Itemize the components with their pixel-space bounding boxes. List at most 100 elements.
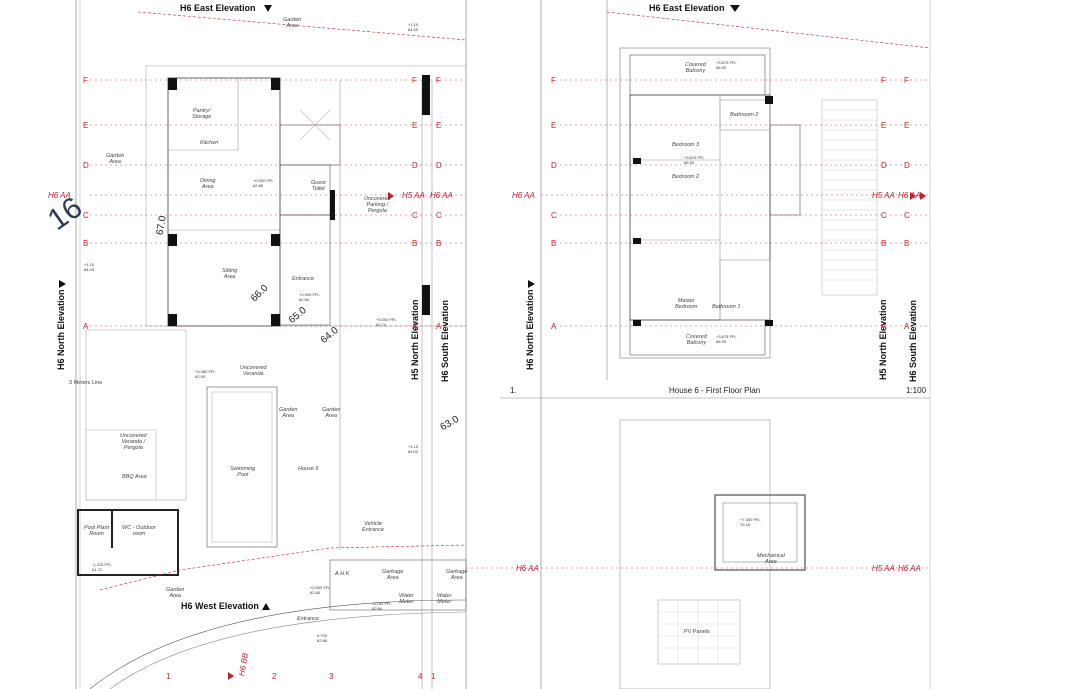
grid-row-label: A	[904, 322, 910, 331]
section-mark: H6 AA	[516, 564, 539, 573]
room-bbq: BBQ Area	[122, 474, 147, 480]
section-mark: H6 AA	[430, 191, 453, 200]
grid-row-label: F	[551, 76, 556, 85]
grid-row-label: F	[436, 76, 441, 85]
room-bedroom-3: Bedroom 3	[672, 142, 699, 148]
grid-row-label: D	[412, 161, 418, 170]
grid-row-label: F	[904, 76, 909, 85]
pv-panels: PV Panels	[684, 629, 710, 635]
grid-row-label: C	[436, 211, 442, 220]
grid-row-label: D	[436, 161, 442, 170]
grid-row-label: F	[83, 76, 88, 85]
room-bathroom-1: Bathroom 1	[712, 304, 741, 310]
section-mark: H6 AA	[512, 191, 535, 200]
grid-row-label: D	[881, 161, 887, 170]
section-mark: H5 AA	[402, 191, 425, 200]
left-north-elevation: H6 North Elevation	[56, 289, 66, 370]
grid-row-label: B	[83, 239, 89, 248]
room-entrance: Entrance	[292, 276, 315, 282]
left-h6-south-elevation: H6 South Elevation	[440, 299, 450, 382]
right-east-elevation: H6 East Elevation	[649, 3, 725, 13]
grid-row-label: B	[436, 239, 442, 248]
grid-row-label: E	[412, 121, 418, 130]
grid-row-label: A	[551, 322, 557, 331]
grid-row-label: E	[551, 121, 557, 130]
house-label: House 6	[298, 466, 319, 472]
grid-row-label: B	[904, 239, 910, 248]
drawing-title: House 6 - First Floor Plan	[669, 386, 761, 395]
grid-row-label: B	[551, 239, 557, 248]
drawing-scale: 1:100	[906, 386, 927, 395]
setback-line-label: 3 Meters Line	[69, 380, 103, 386]
room-bedroom-2: Bedroom 2	[672, 174, 699, 180]
grid-col-label: 1	[431, 672, 436, 681]
grid-row-label: E	[904, 121, 910, 130]
drawing-number: 1.	[510, 386, 517, 395]
left-h5-north-elevation: H5 North Elevation	[410, 299, 420, 380]
section-mark: H5 AA	[872, 564, 895, 573]
right-north-elevation: H6 North Elevation	[525, 289, 535, 370]
section-mark: H5 AA	[872, 191, 895, 200]
grid-row-label: F	[881, 76, 886, 85]
left-east-elevation: H6 East Elevation	[180, 3, 256, 13]
grid-row-label: E	[83, 121, 89, 130]
grid-row-label: A	[881, 322, 887, 331]
room-ahk: A.H.K	[335, 571, 350, 577]
left-west-elevation: H6 West Elevation	[181, 601, 259, 611]
grid-row-label: C	[551, 211, 557, 220]
right-h5-north-elevation: H5 North Elevation	[878, 299, 888, 380]
section-mark: H6 AA	[48, 191, 71, 200]
grid-row-label: A	[412, 322, 418, 331]
grid-row-label: A	[83, 322, 89, 331]
room-entrance: Entrance	[297, 616, 320, 622]
section-mark: H6 AA	[898, 564, 921, 573]
grid-row-label: C	[412, 211, 418, 220]
section-mark: H6 AA	[898, 191, 921, 200]
grid-row-label: B	[881, 239, 887, 248]
grid-row-label: C	[904, 211, 910, 220]
grid-row-label: E	[881, 121, 887, 130]
right-h6-south-elevation: H6 South Elevation	[908, 299, 918, 382]
grid-row-label: E	[436, 121, 442, 130]
grid-col-label: 1	[166, 672, 171, 681]
grid-col-label: 3	[329, 672, 334, 681]
room-kitchen: Kitchen	[200, 140, 219, 146]
room-pantry: Pantry/Storage	[192, 108, 212, 120]
